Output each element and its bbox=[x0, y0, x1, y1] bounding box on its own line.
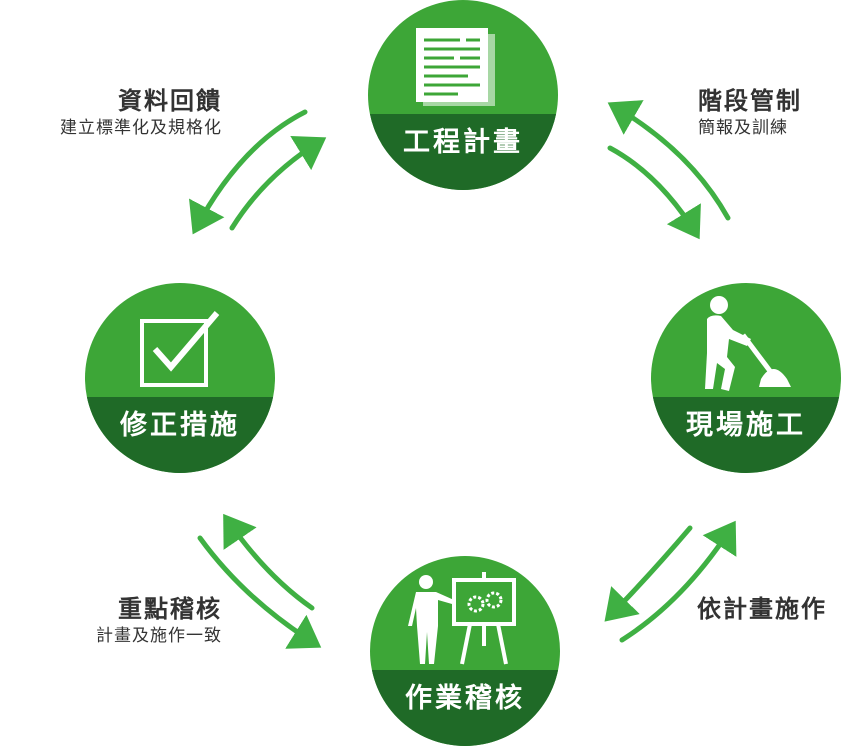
arrow-feedback-in bbox=[229, 136, 327, 231]
node-band bbox=[370, 670, 560, 746]
digging-worker-icon bbox=[705, 296, 791, 391]
caption-execute-per-plan: 依計畫施作 bbox=[697, 594, 827, 624]
node-operation-audit: 作業稽核 bbox=[370, 556, 560, 746]
caption-title: 依計畫施作 bbox=[697, 595, 827, 623]
node-band bbox=[368, 114, 558, 190]
arrow-execute-out bbox=[604, 525, 693, 622]
caption-title: 階段管制 bbox=[698, 87, 802, 115]
arrow-execute-in bbox=[619, 520, 737, 643]
node-label: 工程計畫 bbox=[403, 127, 523, 158]
node-site-construction: 現場施工 bbox=[651, 283, 841, 473]
document-icon bbox=[416, 28, 495, 106]
node-label: 作業稽核 bbox=[405, 683, 525, 714]
caption-stage-control: 階段管制 簡報及訓練 bbox=[698, 86, 802, 140]
node-corrective-action: 修正措施 bbox=[85, 283, 275, 473]
arrow-control-out bbox=[607, 145, 701, 240]
caption-data-feedback: 資料回饋 建立標準化及規格化 bbox=[60, 86, 222, 140]
node-label: 現場施工 bbox=[686, 410, 806, 441]
checkbox-icon bbox=[140, 311, 220, 387]
node-engineering-plan: 工程計畫 bbox=[368, 0, 558, 190]
caption-subtitle: 建立標準化及規格化 bbox=[60, 118, 222, 138]
arrow-feedback-out bbox=[189, 109, 308, 235]
caption-key-audit: 重點稽核 計畫及施作一致 bbox=[96, 594, 222, 648]
presenter-gears-board-icon bbox=[408, 572, 516, 665]
caption-title: 重點稽核 bbox=[118, 595, 222, 623]
arrow-control-in bbox=[607, 100, 731, 221]
caption-subtitle: 計畫及施作一致 bbox=[96, 626, 222, 646]
node-band bbox=[85, 397, 275, 473]
node-label: 修正措施 bbox=[120, 410, 240, 441]
caption-title: 資料回饋 bbox=[118, 87, 222, 115]
arrow-audit-out bbox=[197, 535, 322, 649]
caption-subtitle: 簡報及訓練 bbox=[698, 118, 788, 138]
arrow-audit-in bbox=[223, 513, 315, 611]
node-band bbox=[651, 397, 841, 473]
